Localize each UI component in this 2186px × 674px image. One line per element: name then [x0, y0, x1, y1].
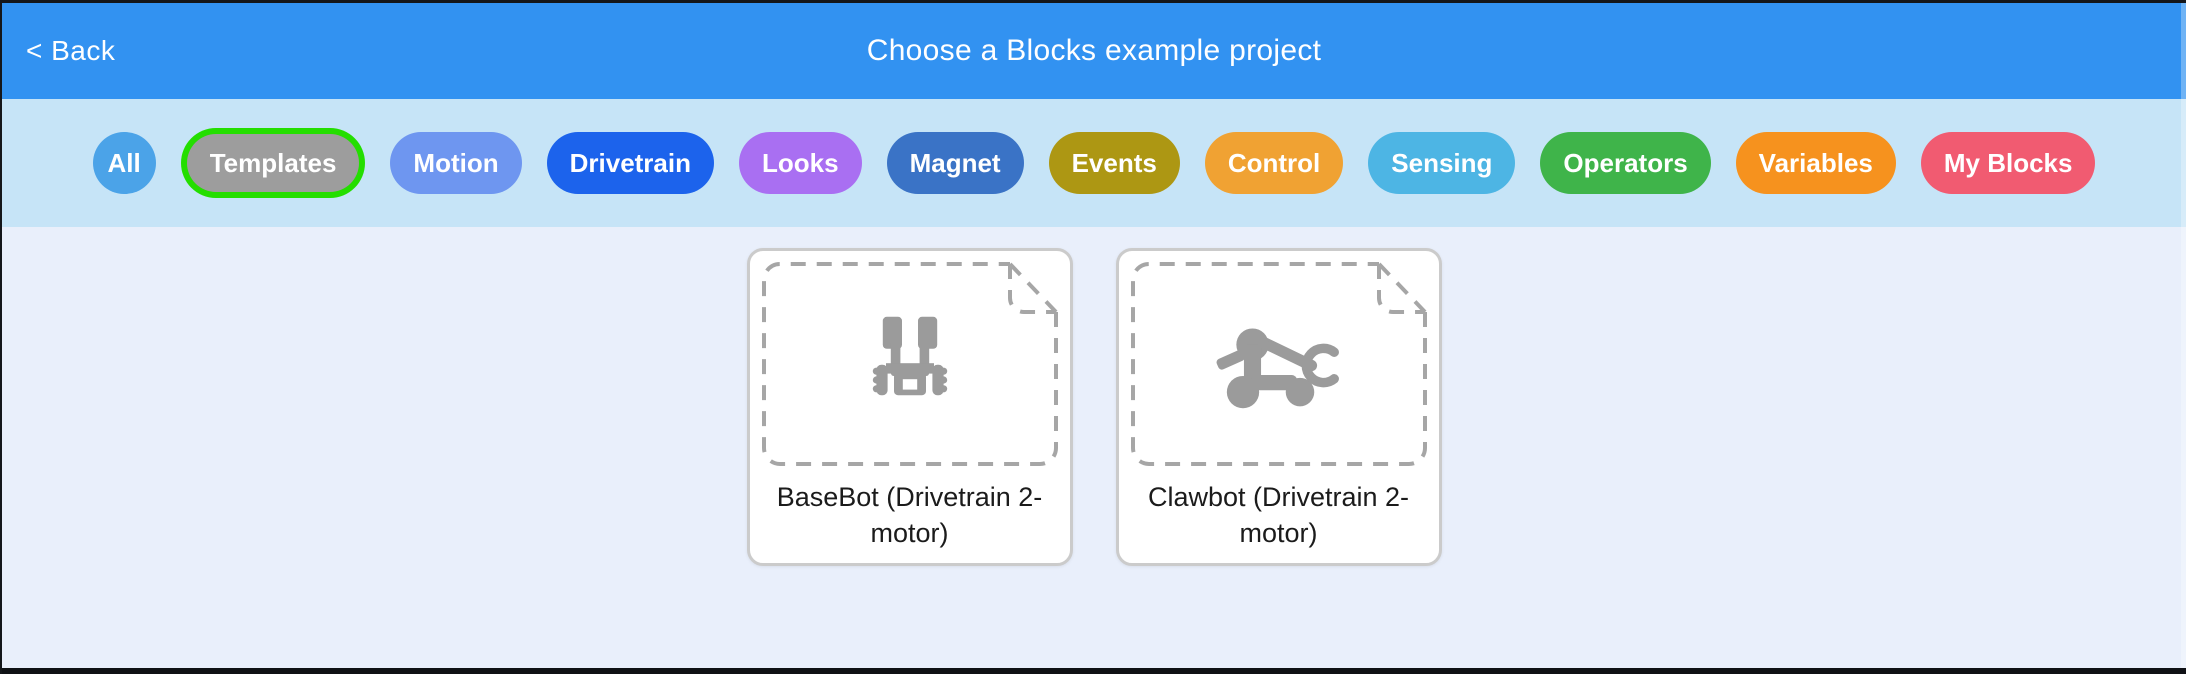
- basebot-top-view: [872, 316, 947, 396]
- clawbot-robot-icon: [1130, 262, 1427, 466]
- filter-pill-motion[interactable]: Motion: [390, 132, 522, 194]
- header: < Back Choose a Blocks example project: [2, 3, 2186, 99]
- filter-pill-sensing[interactable]: Sensing: [1368, 132, 1516, 194]
- window-bottom-edge: [2, 668, 2186, 674]
- filter-pill-events[interactable]: Events: [1048, 132, 1180, 194]
- project-card-label: BaseBot (Drivetrain 2-motor): [776, 482, 1043, 548]
- filter-pill-operators[interactable]: Operators: [1540, 132, 1711, 194]
- project-card-clawbot[interactable]: Clawbot (Drivetrain 2-motor): [1115, 248, 1442, 566]
- project-card-basebot[interactable]: BaseBot (Drivetrain 2-motor): [746, 248, 1073, 566]
- scrollbar-track[interactable]: [2181, 3, 2186, 674]
- folded-corner-flap: [1007, 264, 1056, 314]
- category-filter-bar: All Templates Motion Drivetrain Looks Ma…: [2, 99, 2186, 227]
- filter-pill-looks[interactable]: Looks: [739, 132, 862, 194]
- filter-pill-all[interactable]: All: [92, 132, 156, 194]
- folded-corner-crease: [1008, 262, 1057, 314]
- folded-corner-crease: [1377, 262, 1426, 314]
- folded-corner-flap: [1376, 264, 1425, 314]
- filter-pill-my-blocks[interactable]: My Blocks: [1920, 132, 2096, 194]
- project-card-label: Clawbot (Drivetrain 2-motor): [1147, 482, 1410, 548]
- page-title: Choose a Blocks example project: [866, 34, 1322, 67]
- filter-pill-drivetrain[interactable]: Drivetrain: [546, 132, 714, 194]
- project-grid: BaseBot (Drivetrain 2-motor): [2, 227, 2186, 566]
- back-button[interactable]: < Back: [26, 3, 115, 99]
- dashed-template-frame: [1130, 262, 1427, 466]
- filter-pill-control[interactable]: Control: [1204, 132, 1344, 194]
- clawbot-side-view: [1216, 328, 1339, 409]
- dashed-template-frame: [761, 262, 1058, 466]
- filter-pill-variables[interactable]: Variables: [1735, 132, 1896, 194]
- filter-pill-magnet[interactable]: Magnet: [886, 132, 1024, 194]
- filter-pill-templates[interactable]: Templates: [186, 134, 360, 192]
- basebot-robot-icon: [761, 262, 1058, 466]
